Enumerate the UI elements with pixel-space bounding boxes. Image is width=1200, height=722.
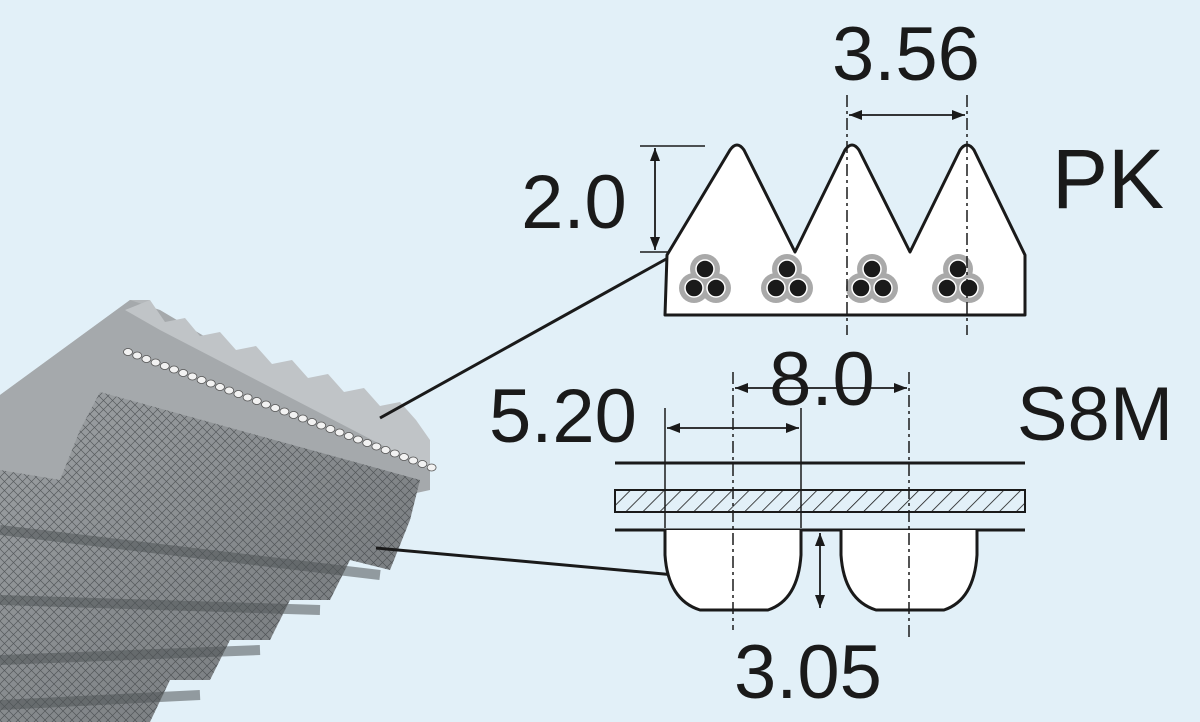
belt-rib-edge bbox=[125, 300, 430, 470]
belt-cord-bead bbox=[316, 421, 327, 430]
belt-cord-bead bbox=[399, 453, 409, 461]
belt-cord-bead bbox=[224, 386, 235, 395]
s8m-tooth-width-label: 5.20 bbox=[489, 374, 637, 459]
pk-cord-cluster bbox=[761, 254, 813, 303]
belt-cord-bead bbox=[159, 362, 170, 370]
pk-height-arrow-bottom bbox=[650, 237, 660, 250]
pk-profile-icon bbox=[640, 95, 1027, 335]
belt-cord-bead bbox=[408, 456, 419, 465]
pk-cord-cluster bbox=[846, 254, 898, 303]
pk-pitch-arrow-right bbox=[952, 110, 965, 120]
belt-cord-bead bbox=[371, 442, 382, 451]
pk-pitch-label: 3.56 bbox=[832, 12, 980, 97]
pk-cord bbox=[937, 278, 957, 298]
s8m-tooth-2 bbox=[839, 530, 979, 612]
belt-cord-bead bbox=[362, 439, 373, 447]
belt-cord-bead bbox=[353, 435, 363, 444]
pk-cord bbox=[948, 259, 968, 279]
s8m-pitch-label: 8.0 bbox=[769, 337, 875, 422]
s8m-tooth-height-label: 3.05 bbox=[734, 630, 882, 715]
belt-cord-bead bbox=[187, 372, 198, 381]
belt-cord-bead bbox=[389, 449, 400, 458]
belt-cord-bead bbox=[251, 397, 262, 405]
belt-cord-bead bbox=[270, 404, 281, 412]
s8m-pitch-arrow-right bbox=[894, 383, 907, 393]
s8m-profile-name: S8M bbox=[1017, 372, 1173, 457]
belt-cord-bead bbox=[343, 432, 354, 440]
pk-cord bbox=[777, 259, 797, 279]
s8m-pitch-arrow-left bbox=[735, 383, 748, 393]
belt-cord-bead bbox=[150, 358, 161, 367]
belt-cord-bead bbox=[325, 425, 336, 433]
belt-cord-bead bbox=[169, 365, 179, 374]
pk-outline bbox=[663, 143, 1027, 317]
s8m-height-arrow-top bbox=[815, 533, 825, 546]
belt-cord-bead bbox=[132, 351, 143, 360]
pk-cord bbox=[695, 259, 715, 279]
s8m-cord-layer bbox=[614, 489, 1026, 513]
pk-cord bbox=[788, 278, 808, 298]
pk-cord bbox=[851, 278, 871, 298]
pk-profile-name: PK bbox=[1052, 132, 1164, 226]
belt-cord-bead bbox=[380, 446, 391, 454]
s8m-leader-line bbox=[375, 546, 709, 580]
belt-cord-bead bbox=[261, 400, 271, 409]
belt-cord-bead bbox=[196, 376, 207, 384]
belt-cord-bead bbox=[288, 411, 299, 419]
pk-cord bbox=[684, 278, 704, 298]
pk-pitch-arrow-left bbox=[849, 110, 862, 120]
belt-illustration-icon bbox=[0, 300, 437, 722]
pk-height-label: 2.0 bbox=[521, 160, 627, 245]
s8m-width-arrow-right bbox=[786, 423, 799, 433]
belt-cord-bead bbox=[141, 355, 152, 363]
belt-tooth-shadows bbox=[0, 525, 381, 710]
pk-cord bbox=[766, 278, 786, 298]
belt-cord-bead bbox=[297, 414, 308, 423]
pk-cord bbox=[873, 278, 893, 298]
belt-cord-row bbox=[123, 348, 437, 472]
belt-cord-bead bbox=[334, 428, 345, 437]
s8m-tooth-1 bbox=[663, 530, 803, 612]
pk-cords bbox=[679, 254, 984, 303]
belt-cord-bead bbox=[242, 393, 253, 402]
belt-cord-bead bbox=[279, 407, 290, 416]
belt-cord-bead bbox=[307, 418, 317, 426]
pk-cord-cluster bbox=[679, 254, 731, 303]
pk-leader-line bbox=[379, 256, 669, 420]
belt-cord-bead bbox=[233, 390, 244, 398]
belt-cord-bead bbox=[417, 460, 428, 468]
pk-cord bbox=[862, 259, 882, 279]
belt-cord-bead bbox=[426, 463, 437, 472]
belt-cord-bead bbox=[123, 348, 133, 356]
pk-cord-cluster bbox=[932, 254, 984, 303]
belt-cord-bead bbox=[215, 383, 225, 391]
belt-cord-bead bbox=[205, 379, 216, 388]
pk-height-arrow-top bbox=[650, 148, 660, 161]
pk-cord bbox=[959, 278, 979, 298]
s8m-height-arrow-bottom bbox=[815, 595, 825, 608]
belt-cord-bead bbox=[178, 369, 189, 377]
s8m-profile-icon bbox=[614, 372, 1026, 640]
pk-cord bbox=[706, 278, 726, 298]
s8m-width-arrow-left bbox=[667, 423, 680, 433]
